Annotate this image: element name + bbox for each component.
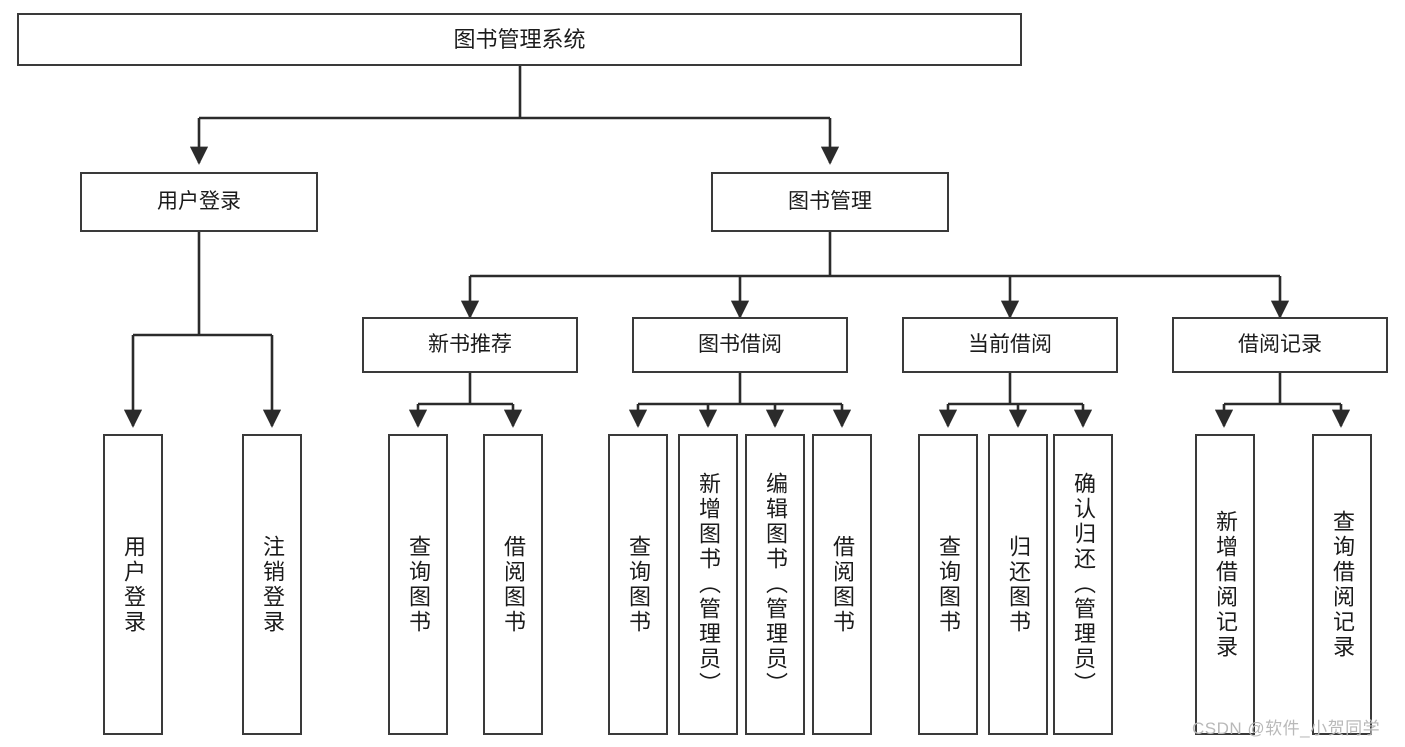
node-label: 注销登录 [260, 534, 285, 635]
node-label: 借阅记录 [1238, 332, 1322, 356]
leaf-current-confirm-return-admin[interactable]: 确认归还（管理员） [1053, 434, 1113, 735]
leaf-user-login[interactable]: 用户登录 [103, 434, 163, 735]
node-label: 图书管理 [788, 189, 872, 213]
node-label: 查询图书 [626, 534, 651, 635]
node-label: 查询图书 [936, 534, 961, 635]
node-new-book-recommend[interactable]: 新书推荐 [362, 317, 578, 373]
node-root-system[interactable]: 图书管理系统 [17, 13, 1022, 66]
node-label: 查询借阅记录 [1330, 509, 1355, 660]
node-label: 新书推荐 [428, 332, 512, 356]
node-label: 用户登录 [121, 534, 146, 635]
leaf-borrow-query-book[interactable]: 查询图书 [608, 434, 668, 735]
node-book-management[interactable]: 图书管理 [711, 172, 949, 232]
node-label: 编辑图书（管理员） [763, 472, 788, 697]
node-user-login[interactable]: 用户登录 [80, 172, 318, 232]
leaf-borrow-edit-book-admin[interactable]: 编辑图书（管理员） [745, 434, 805, 735]
csdn-watermark: CSDN @软件_小贺同学 [1192, 719, 1381, 738]
node-label: 确认归还（管理员） [1071, 472, 1096, 697]
node-label: 新增借阅记录 [1213, 509, 1238, 660]
node-label: 归还图书 [1006, 534, 1031, 635]
leaf-recommend-borrow-book[interactable]: 借阅图书 [483, 434, 543, 735]
node-label: 借阅图书 [501, 534, 526, 635]
node-label: 新增图书（管理员） [696, 472, 721, 697]
leaf-record-add-borrow-record[interactable]: 新增借阅记录 [1195, 434, 1255, 735]
leaf-recommend-query-book[interactable]: 查询图书 [388, 434, 448, 735]
node-label: 查询图书 [406, 534, 431, 635]
node-book-borrow[interactable]: 图书借阅 [632, 317, 848, 373]
node-label: 图书借阅 [698, 332, 782, 356]
leaf-borrow-borrow-book[interactable]: 借阅图书 [812, 434, 872, 735]
leaf-current-query-book[interactable]: 查询图书 [918, 434, 978, 735]
leaf-borrow-add-book-admin[interactable]: 新增图书（管理员） [678, 434, 738, 735]
node-label: 借阅图书 [830, 534, 855, 635]
leaf-current-return-book[interactable]: 归还图书 [988, 434, 1048, 735]
leaf-record-query-borrow-record[interactable]: 查询借阅记录 [1312, 434, 1372, 735]
node-current-borrow[interactable]: 当前借阅 [902, 317, 1118, 373]
node-borrow-record[interactable]: 借阅记录 [1172, 317, 1388, 373]
node-label: 当前借阅 [968, 332, 1052, 356]
leaf-user-logout[interactable]: 注销登录 [242, 434, 302, 735]
node-label: 图书管理系统 [453, 26, 586, 52]
node-label: 用户登录 [157, 189, 241, 213]
